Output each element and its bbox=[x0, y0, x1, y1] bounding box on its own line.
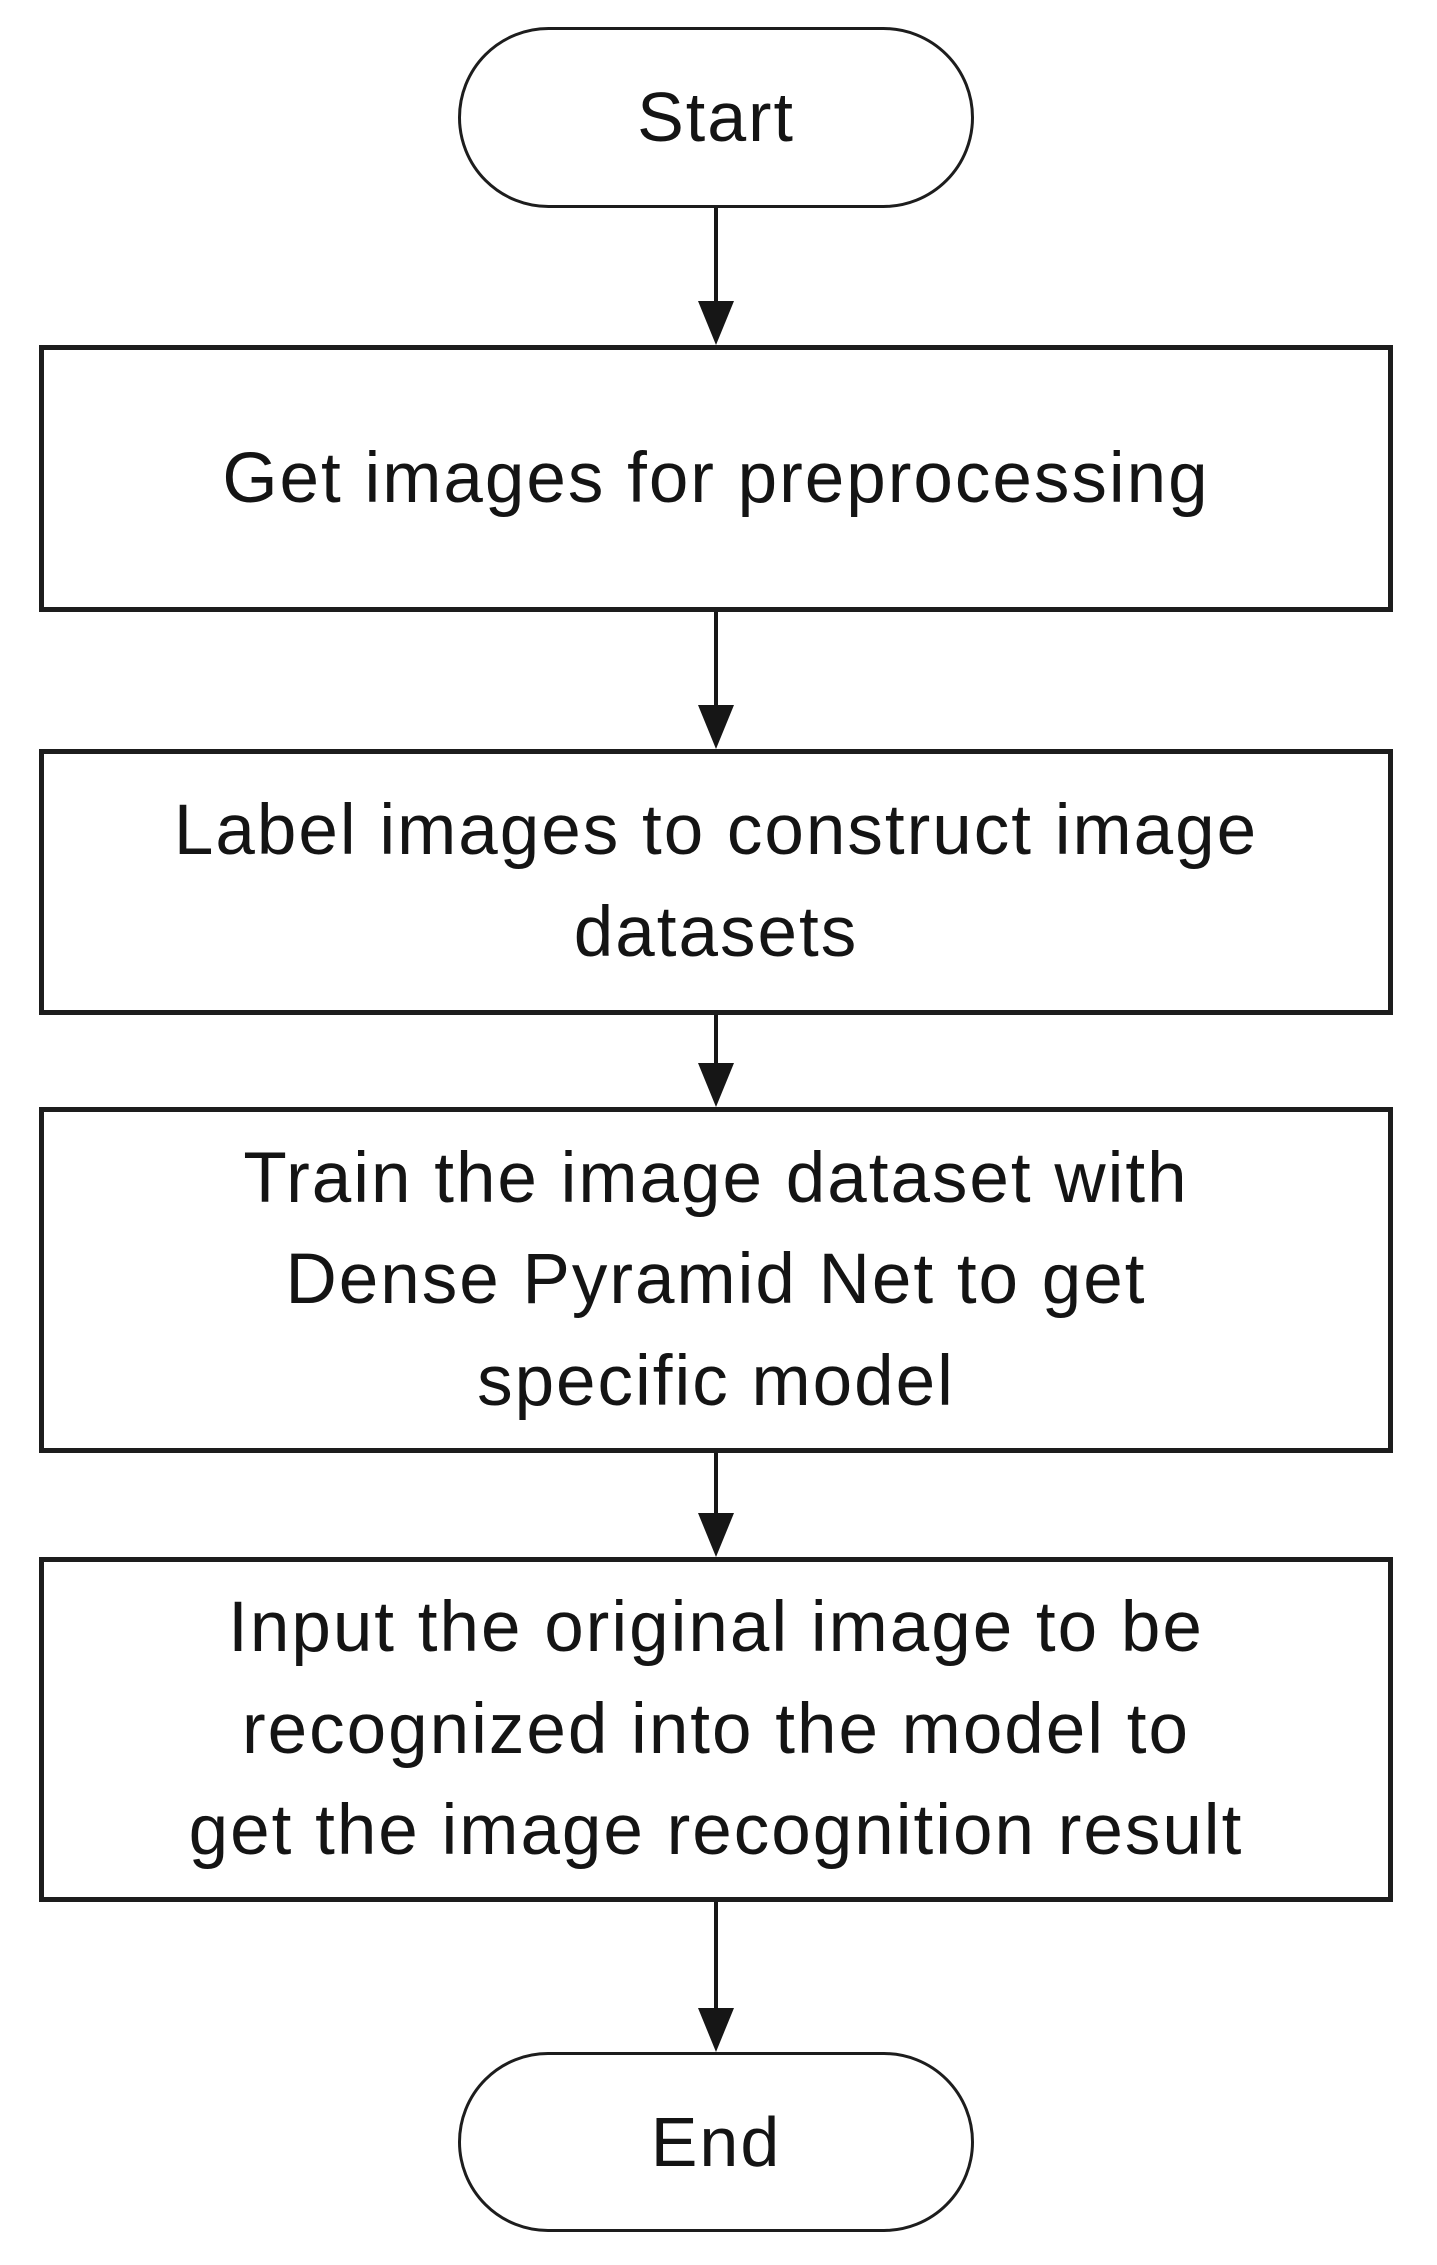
arrow-down-icon bbox=[698, 2008, 734, 2052]
node-end-label: End bbox=[650, 2102, 782, 2181]
arrow-start-to-preprocess bbox=[698, 208, 734, 345]
arrow-recognize-to-end bbox=[698, 1902, 734, 2052]
node-get-images-label: Get images for preprocessing bbox=[222, 438, 1210, 518]
arrow-line bbox=[714, 612, 718, 709]
node-input-image-label: Input the original image to be recognize… bbox=[188, 1588, 1244, 1871]
node-input-image-process: Input the original image to be recognize… bbox=[39, 1557, 1393, 1902]
arrow-line bbox=[714, 1015, 718, 1067]
node-train-dataset-label: Train the image dataset with Dense Pyram… bbox=[243, 1138, 1189, 1421]
arrow-line bbox=[714, 208, 718, 305]
arrow-down-icon bbox=[698, 1513, 734, 1557]
arrow-line bbox=[714, 1453, 718, 1517]
node-get-images-process: Get images for preprocessing bbox=[39, 345, 1393, 612]
node-start-label: Start bbox=[637, 78, 795, 157]
arrow-down-icon bbox=[698, 705, 734, 749]
arrow-line bbox=[714, 1902, 718, 2012]
node-start-terminator: Start bbox=[458, 27, 974, 208]
arrow-label-to-train bbox=[698, 1015, 734, 1107]
arrow-down-icon bbox=[698, 1063, 734, 1107]
node-label-images-label: Label images to construct image datasets bbox=[173, 791, 1259, 972]
arrow-down-icon bbox=[698, 301, 734, 345]
arrow-train-to-recognize bbox=[698, 1453, 734, 1557]
node-label-images-process: Label images to construct image datasets bbox=[39, 749, 1393, 1015]
node-train-dataset-process: Train the image dataset with Dense Pyram… bbox=[39, 1107, 1393, 1453]
node-end-terminator: End bbox=[458, 2052, 974, 2232]
arrow-preprocess-to-label bbox=[698, 612, 734, 749]
